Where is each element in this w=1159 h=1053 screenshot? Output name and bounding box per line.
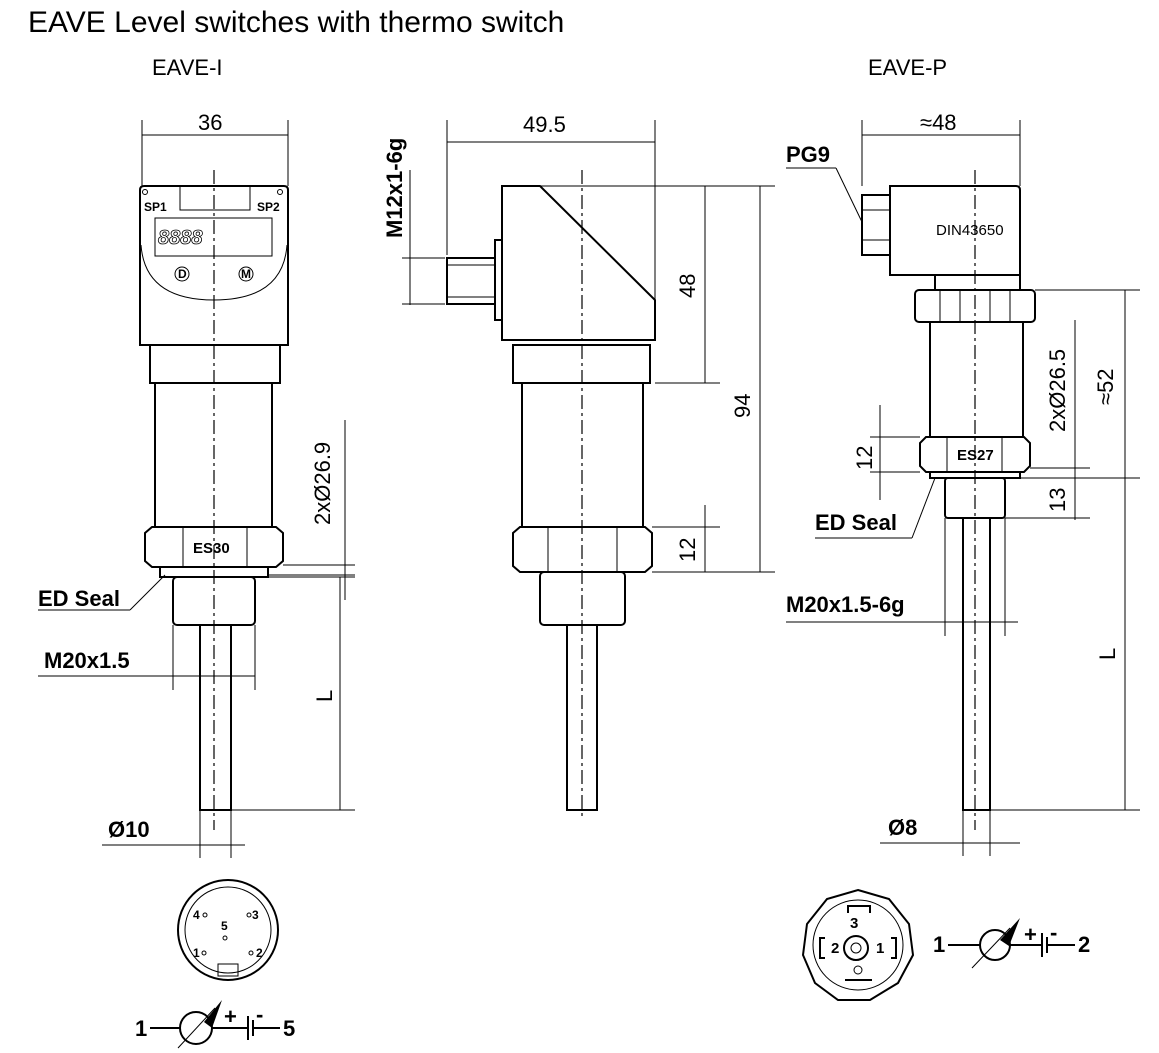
pin-4: 4 xyxy=(193,908,200,922)
side-total-dim: 94 xyxy=(730,394,755,418)
side-width-dim: 49.5 xyxy=(523,112,566,137)
eave-i-seal-label: ED Seal xyxy=(38,586,120,611)
symbol-plus: + xyxy=(224,1004,237,1029)
pin-1: 1 xyxy=(193,946,200,960)
eave-i-head xyxy=(139,185,289,346)
pin-3: 3 xyxy=(252,908,259,922)
pin-3: 3 xyxy=(850,915,858,932)
eave-i-rod-dim: Ø10 xyxy=(108,817,150,842)
eave-i-width-dim: 36 xyxy=(198,110,222,135)
eave-p-gland-label: PG9 xyxy=(786,142,830,167)
side-head xyxy=(501,185,656,341)
eave-i-thermo-switch-symbol: 1 + - 5 xyxy=(135,1000,295,1049)
eave-i-view: EAVE-I 36 SP1 SP2 8888 D M ES30 2xØ26.9 … xyxy=(38,55,355,1049)
eave-p-thread-label: M20x1.5-6g xyxy=(786,592,905,617)
button-d-label: D xyxy=(178,267,187,281)
eave-p-diameter-dim: 2xØ26.5 xyxy=(1045,349,1070,432)
eave-p-width-dim: ≈48 xyxy=(920,110,957,135)
eave-i-label: EAVE-I xyxy=(152,55,223,80)
symbol-minus: - xyxy=(256,1002,263,1027)
eave-p-seal-label: ED Seal xyxy=(815,510,897,535)
drawing-title: EAVE Level switches with thermo switch xyxy=(28,6,564,39)
sp2-label: SP2 xyxy=(257,200,280,214)
eave-i-thread-label: M20x1.5 xyxy=(44,648,130,673)
eave-p-label: EAVE-P xyxy=(868,55,947,80)
side-connector-dim: M12x1-6g xyxy=(382,138,407,238)
symbol-terminal-2: 2 xyxy=(1078,932,1090,957)
eave-i-hex-label: ES30 xyxy=(193,540,230,557)
eave-p-connector-label: DIN43650 xyxy=(936,222,1004,239)
eave-p-height-dim: ≈52 xyxy=(1093,368,1118,405)
eave-p-view: EAVE-P ≈48 PG9 DIN43650 ES27 12 2xØ26.5 … xyxy=(786,55,1140,1001)
display-digits: 8888 xyxy=(158,227,203,249)
side-head-dim: 48 xyxy=(675,274,700,298)
symbol-minus: - xyxy=(1050,920,1057,945)
pin-1: 1 xyxy=(876,940,884,957)
eave-p-thermo-switch-symbol: 1 + - 2 xyxy=(933,918,1090,969)
side-hex-dim: 12 xyxy=(675,538,700,562)
pin-2: 2 xyxy=(831,940,839,957)
sp1-label: SP1 xyxy=(144,200,167,214)
symbol-terminal-5: 5 xyxy=(283,1016,295,1041)
eave-i-diameter-dim: 2xØ26.9 xyxy=(310,442,335,525)
eave-p-hex-dim: 12 xyxy=(852,446,877,470)
pin-5: 5 xyxy=(221,919,228,933)
eave-p-connector-pinout: 3 2 1 xyxy=(801,888,915,1001)
eave-i-length-dim: L xyxy=(312,690,337,702)
din-connector xyxy=(889,185,1021,276)
eave-p-length-dim: L xyxy=(1095,648,1120,660)
symbol-terminal-1: 1 xyxy=(933,932,945,957)
button-m-label: M xyxy=(241,267,251,281)
pin-2: 2 xyxy=(256,946,263,960)
side-view: 49.5 M12x1-6g 48 12 94 xyxy=(382,112,775,820)
eave-i-connector-pinout: 4 3 5 1 2 xyxy=(177,879,279,981)
eave-p-thread-dim: 13 xyxy=(1045,488,1070,512)
eave-p-rod-dim: Ø8 xyxy=(888,815,917,840)
symbol-terminal-1: 1 xyxy=(135,1016,147,1041)
symbol-plus: + xyxy=(1024,922,1037,947)
